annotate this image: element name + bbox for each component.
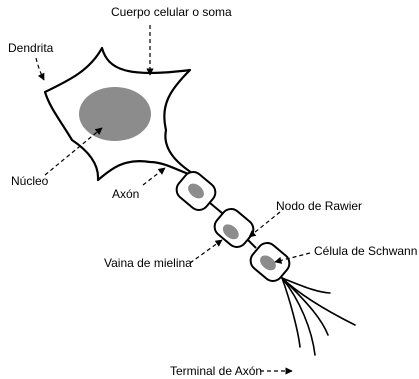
myelin-arrow	[190, 240, 222, 263]
myelin-sheath	[173, 168, 220, 214]
nucleus-label: Núcleo	[11, 174, 49, 188]
axon-segment	[210, 203, 222, 213]
node-label: Nodo de Rawier	[276, 199, 362, 213]
dendrite-arrow	[36, 58, 44, 80]
dendrite-label: Dendrita	[8, 41, 54, 55]
schwann-label: Célula de Schwann	[314, 244, 417, 258]
nucleus-shape	[79, 87, 151, 141]
axon-arrow	[143, 168, 165, 185]
terminal-label: Terminal de Axón	[170, 364, 262, 378]
axon-segment	[248, 240, 256, 248]
myelin-label: Vaina de mielina	[104, 256, 192, 270]
cell-body-label: Cuerpo celular o soma	[111, 5, 232, 19]
node-arrow	[249, 212, 280, 237]
axon-terminal-branches	[282, 278, 355, 355]
axon-label: Axón	[112, 187, 139, 201]
myelin-sheath	[211, 205, 258, 251]
